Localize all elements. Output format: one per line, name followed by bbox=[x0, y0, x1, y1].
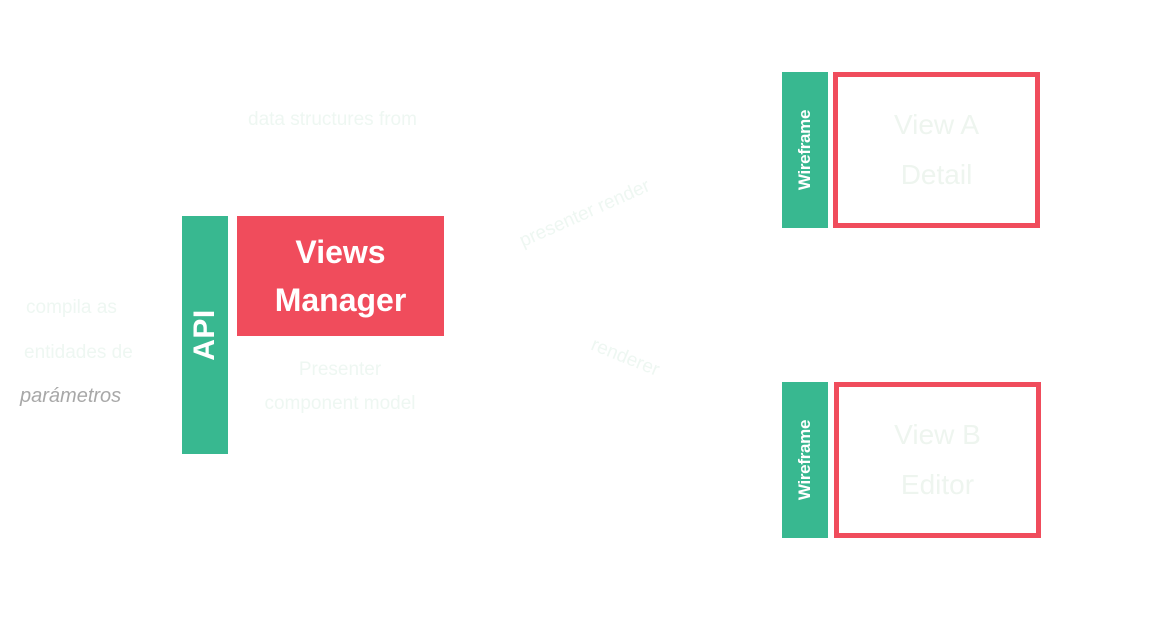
api-bar: API bbox=[182, 216, 228, 454]
below-manager-line1: Presenter bbox=[298, 359, 382, 380]
views-manager-box: Views Manager bbox=[237, 216, 444, 336]
views-manager-line2: Manager bbox=[274, 282, 407, 318]
wireframe-bottom-bar: Wireframe bbox=[782, 382, 828, 538]
left-label-line1: compila as bbox=[26, 297, 117, 318]
wireframe-top-line1: View A bbox=[893, 109, 980, 140]
wireframe-bottom-label: Wireframe bbox=[795, 419, 815, 501]
lower-arrow-label: renderer bbox=[587, 334, 663, 381]
wireframe-top-label: Wireframe bbox=[795, 109, 815, 191]
api-label: API bbox=[188, 309, 222, 361]
wireframe-top-line2: Detail bbox=[900, 159, 973, 190]
wireframe-bottom-line1: View B bbox=[894, 419, 981, 450]
left-label-line2: entidades de bbox=[24, 342, 133, 363]
left-label-parameters: parámetros bbox=[20, 385, 122, 407]
wireframe-bottom-line2: Editor bbox=[900, 469, 975, 500]
upper-arrow-label: presenter render bbox=[516, 175, 654, 252]
wireframe-top-bar: Wireframe bbox=[782, 72, 828, 228]
views-manager-line1: Views bbox=[295, 234, 386, 270]
wireframe-top-view: View A Detail bbox=[833, 72, 1040, 228]
top-annotation: data structures from bbox=[248, 109, 417, 130]
wireframe-bottom-view: View B Editor bbox=[834, 382, 1041, 538]
below-manager-line2: component model bbox=[264, 393, 416, 414]
